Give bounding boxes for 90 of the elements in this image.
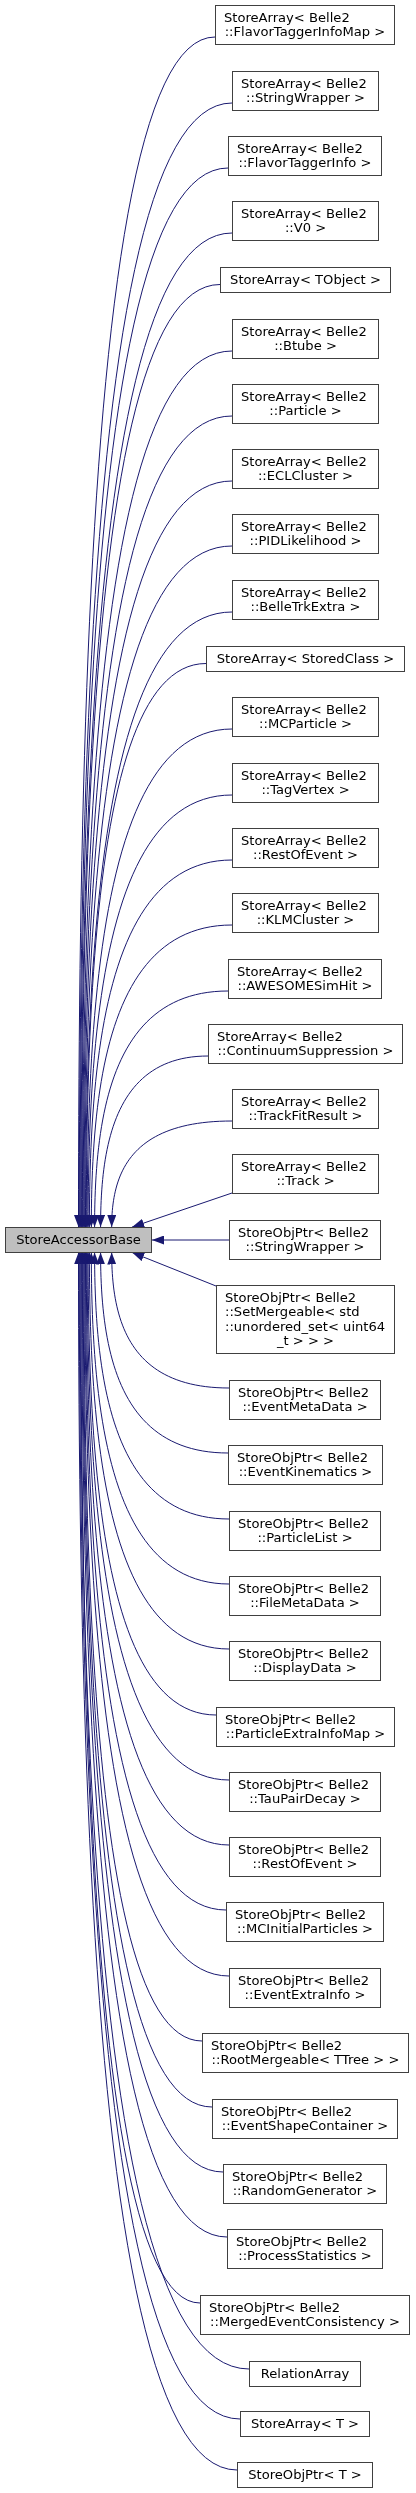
class-name: RelationArray (259, 2366, 351, 2381)
class-name: StoreObjPtr< Belle2 ::ParticleList > (238, 1516, 371, 1546)
class-box (216, 1285, 395, 1354)
class-box (232, 384, 379, 424)
class-box (232, 1089, 379, 1129)
class-name: StoreObjPtr< Belle2 ::RandomGenerator > (232, 2169, 378, 2199)
class-name: StoreArray< Belle2 ::RestOfEvent > (241, 833, 368, 863)
class-name: StoreArray< Belle2 ::StringWrapper > (241, 76, 368, 106)
class-box (5, 1227, 152, 1253)
class-box (232, 893, 379, 933)
class-name: StoreObjPtr< Belle2 ::EventMetaData > (238, 1385, 371, 1415)
class-name: StoreArray< Belle2 ::ECLCluster > (241, 454, 368, 484)
class-box (229, 1576, 381, 1616)
inheritance-arrow (107, 1120, 233, 1228)
class-name: StoreObjPtr< Belle2 ::EventShapeContainer > (221, 2104, 389, 2134)
inheritance-arrow (90, 1252, 230, 1520)
class-name: StoreArray< Belle2 ::Particle > (241, 389, 368, 419)
class-box (229, 1380, 381, 1420)
class-name: StoreObjPtr< Belle2 ::RootMergeable< TTree > > (211, 2038, 400, 2068)
class-box (232, 828, 379, 868)
class-name: StoreArray< Belle2 ::FlavorTaggerInfoMap > (224, 10, 386, 40)
class-name: StoreObjPtr< Belle2 ::EventExtraInfo > (238, 1973, 371, 2003)
inheritance-arrow (96, 1252, 229, 1454)
class-name: StoreObjPtr< Belle2 ::MCInitialParticles > (235, 1907, 374, 1937)
class-box (216, 1707, 395, 1747)
class-name: StoreArray< Belle2 ::FlavorTaggerInfo > (237, 141, 373, 171)
class-box (228, 136, 382, 176)
class-name: StoreObjPtr< Belle2 ::TauPairDecay > (238, 1777, 371, 1807)
class-box (237, 2462, 373, 2488)
inheritance-arrow (74, 36, 216, 1228)
class-box (232, 580, 379, 620)
class-name: StoreArray< Belle2 ::PIDLikelihood > (241, 519, 368, 549)
class-name: StoreArray< TObject > (229, 272, 382, 287)
class-box (232, 1154, 379, 1194)
class-name: StoreArray< Belle2 ::ContinuumSuppression > (217, 1029, 394, 1059)
inheritance-arrow (151, 1235, 230, 1245)
class-box (232, 763, 379, 803)
class-name: StoreObjPtr< Belle2 ::RestOfEvent > (238, 1842, 371, 1872)
class-box (229, 1220, 381, 1260)
class-box (229, 1641, 381, 1681)
class-name: StoreArray< Belle2 ::V0 > (241, 206, 368, 236)
class-name: StoreArray< Belle2 ::BelleTrkExtra > (241, 585, 368, 615)
class-box (232, 697, 379, 737)
class-name: StoreArray< Belle2 ::MCParticle > (241, 702, 368, 732)
class-name: StoreObjPtr< Belle2 ::SetMergeable< std ::unordered_set< uint64 _t > > > (225, 1290, 386, 1349)
inheritance-arrow (96, 1055, 209, 1228)
class-box (232, 201, 379, 241)
class-box (215, 5, 395, 45)
class-box (228, 1445, 383, 1485)
class-name: StoreArray< Belle2 ::TrackFitResult > (241, 1094, 368, 1124)
class-name: StoreObjPtr< Belle2 ::EventKinematics > (237, 1450, 374, 1480)
class-name: StoreObjPtr< Belle2 ::FileMetaData > (238, 1581, 371, 1611)
class-name: StoreArray< T > (249, 2416, 361, 2431)
class-box (206, 646, 405, 672)
class-box (212, 2099, 398, 2139)
class-box (232, 71, 379, 111)
class-box (229, 1837, 381, 1877)
class-name: StoreArray< Belle2 ::KLMCluster > (241, 898, 368, 928)
class-name: StoreArray< Belle2 ::Track > (241, 1159, 368, 1189)
inheritance-arrow (107, 1252, 230, 1389)
class-box (229, 1968, 381, 2008)
class-box (232, 514, 379, 554)
class-box (202, 2033, 409, 2073)
class-name: StoreObjPtr< Belle2 ::StringWrapper > (238, 1225, 371, 1255)
class-name: StoreArray< StoredClass > (215, 651, 396, 666)
inheritance-arrow (90, 990, 229, 1228)
class-box (208, 1024, 403, 1064)
class-box (200, 2295, 410, 2335)
class-name: StoreArray< Belle2 ::TagVertex > (241, 768, 368, 798)
class-box (227, 2229, 383, 2269)
class-name: StoreArray< Belle2 ::Btube > (241, 324, 368, 354)
class-name: StoreObjPtr< Belle2 ::ProcessStatistics > (236, 2234, 373, 2264)
class-box (240, 2411, 370, 2437)
class-name: StoreObjPtr< Belle2 ::MergedEventConsistency > (209, 2300, 401, 2330)
class-box (249, 2361, 361, 2387)
class-box (232, 319, 379, 359)
class-name: StoreAccessorBase (15, 1232, 142, 1247)
class-box (228, 959, 382, 999)
inheritance-arrow (131, 1252, 217, 1287)
class-box (223, 2164, 387, 2204)
class-box (232, 449, 379, 489)
class-name: StoreObjPtr< Belle2 ::DisplayData > (238, 1646, 371, 1676)
class-name: StoreObjPtr< Belle2 ::ParticleExtraInfoMap > (225, 1712, 386, 1742)
class-box (220, 267, 391, 293)
class-box (229, 1772, 381, 1812)
class-box (229, 1511, 381, 1551)
class-name: StoreArray< Belle2 ::AWESOMESimHit > (237, 964, 373, 994)
class-name: StoreObjPtr< T > (247, 2467, 363, 2482)
inheritance-arrow (131, 1192, 233, 1228)
class-box (226, 1902, 384, 1942)
